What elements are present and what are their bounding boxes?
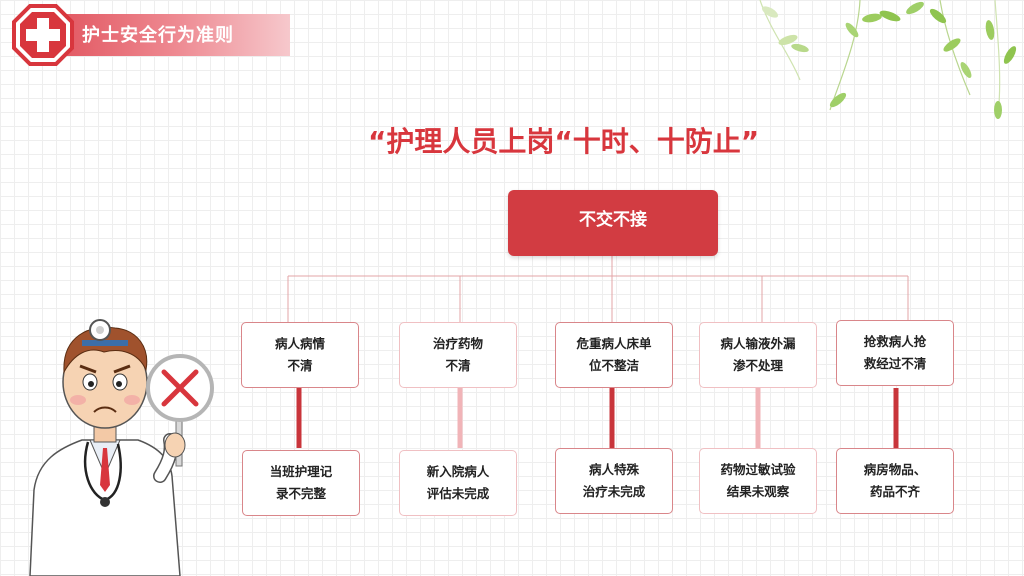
worried-doctor-illustration [29,319,214,576]
node-text: 治疗药物 [432,336,483,351]
node-top-4: 病人输液外漏渗不处理 [699,322,817,388]
root-node: 不交不接 [508,190,718,256]
node-text: 当班护理记 [269,464,333,479]
node-text: 不清 [287,358,313,373]
header-title: 护士安全行为准则 [82,25,234,46]
node-text: 病人输液外漏 [720,336,796,351]
node-text: 病人特殊 [588,462,639,477]
willow-leaves-decoration [759,0,1017,119]
node-top-3: 危重病人床单位不整洁 [555,322,673,388]
node-bottom-5: 病房物品、药品不齐 [836,448,954,514]
node-text: 录不完整 [275,486,326,501]
node-bottom-3: 病人特殊治疗未完成 [555,448,673,514]
node-text: 病人病情 [274,336,325,351]
node-top-5: 抢救病人抢救经过不清 [836,320,954,386]
node-top-2: 治疗药物不清 [399,322,517,388]
node-text: 危重病人床单 [576,336,652,351]
node-text: 抢救病人抢 [863,334,927,349]
node-text: 不清 [445,358,471,373]
node-text: 治疗未完成 [582,484,646,499]
node-bottom-1: 当班护理记录不完整 [242,450,360,516]
slogan-title: “护理人员上岗“十时、十防止” [368,125,760,158]
node-text: 救经过不清 [863,356,927,371]
node-text: 病房物品、 [863,462,927,477]
node-text: 评估未完成 [426,486,490,501]
red-cross-icon [12,4,74,66]
node-text: 结果未观察 [726,484,790,499]
node-bottom-2: 新入院病人评估未完成 [399,450,517,516]
node-text: 药品不齐 [869,484,920,499]
node-text: 位不整洁 [588,358,639,373]
node-bottom-4: 药物过敏试验结果未观察 [699,448,817,514]
red-x-icon [146,354,214,422]
header-band [40,14,290,56]
node-text: 新入院病人 [426,464,490,479]
node-text: 药物过敏试验 [720,462,796,477]
node-text: 渗不处理 [732,358,783,373]
node-top-1: 病人病情不清 [241,322,359,388]
